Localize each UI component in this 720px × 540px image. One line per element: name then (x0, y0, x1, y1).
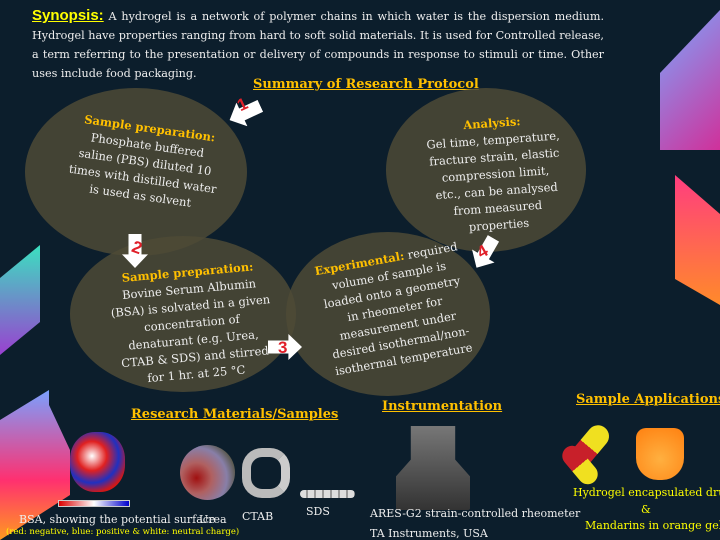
ctab-molecule-image (242, 448, 290, 498)
sds-caption: SDS (306, 505, 330, 518)
synopsis-label: Synopsis: (32, 7, 104, 24)
bsa-protein-image (70, 432, 125, 492)
charge-scale-bar (58, 500, 130, 507)
application-mandarins: Mandarins in orange gel (585, 519, 720, 532)
step-3-ellipse (286, 232, 490, 396)
orange-gel-cup-image (636, 428, 684, 480)
protocol-title: Summary of Research Protocol (253, 77, 479, 92)
bsa-note: (red: negative, blue: positive & white: … (6, 527, 240, 537)
decor-left-mid (0, 245, 40, 355)
application-amp: & (641, 503, 651, 516)
applications-title: Sample Applications (576, 392, 720, 407)
urea-molecule-image (180, 445, 235, 500)
step-4-ellipse (386, 88, 586, 252)
step-2-text: Sample preparation:Bovine Serum Albumin … (107, 257, 277, 389)
instrumentation-title: Instrumentation (382, 399, 503, 414)
decor-right-top (660, 10, 720, 150)
step-2-ellipse (70, 236, 296, 392)
step-1-ellipse (25, 88, 247, 256)
step-number-3: 3 (278, 338, 288, 357)
application-drug: Hydrogel encapsulated drug (573, 486, 720, 499)
bsa-caption: BSA, showing the potential surface (19, 513, 216, 526)
sds-molecule-image (300, 490, 355, 498)
step-body: Gel time, temperature, fracture strain, … (426, 128, 561, 234)
rheometer-maker: TA Instruments, USA (370, 527, 488, 540)
ctab-caption: CTAB (242, 510, 274, 523)
rheometer-caption: ARES-G2 strain-controlled rheometer (370, 507, 581, 520)
step-body: Bovine Serum Albumin (BSA) is solvated i… (110, 276, 271, 386)
synopsis-text: A hydrogel is a network of polymer chain… (32, 10, 604, 80)
materials-title: Research Materials/Samples (131, 407, 339, 422)
step-4-text: Analysis:Gel time, temperature, fracture… (424, 110, 567, 238)
synopsis: Synopsis: A hydrogel is a network of pol… (32, 6, 604, 83)
decor-right-mid (675, 175, 720, 305)
rheometer-image (396, 426, 470, 510)
urea-caption: Urea (199, 513, 227, 526)
